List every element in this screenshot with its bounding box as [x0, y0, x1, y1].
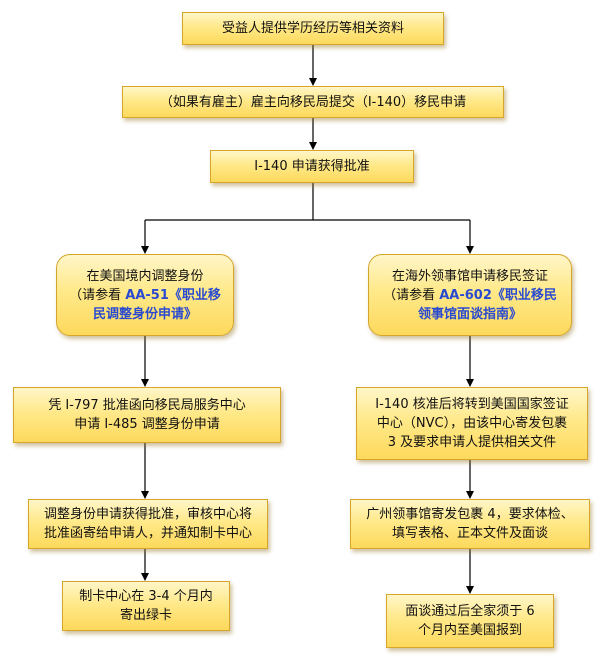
left-head-line1: 在美国境内调整身份 — [86, 268, 204, 284]
right-step3-line2: 个月内至美国报到 — [417, 623, 522, 638]
right-head-line1: 在海外领事馆申请移民签证 — [391, 268, 548, 284]
left-step-green-card: 制卡中心在 3-4 个月内 寄出绿卡 — [62, 581, 230, 631]
right-guide-link-cont[interactable]: 领事馆面谈指南》 — [417, 306, 522, 322]
left-step1-line2: 申请 I-485 调整身份申请 — [74, 417, 220, 432]
right-step-report-to-us: 面谈通过后全家须于 6 个月内至美国报到 — [386, 594, 554, 648]
left-step2-line2: 批准函寄给申请人，并通知制卡中心 — [43, 526, 252, 541]
right-step2-line2: 填写表格、正本文件及面谈 — [391, 526, 548, 541]
right-step1-line1: I-140 核准后将转到美国国家签证 — [375, 397, 569, 412]
right-consular-head: 在海外领事馆申请移民签证 （请参看 AA-602《职业移民 领事馆面谈指南》 — [368, 254, 572, 336]
right-step2-line1: 广州领事馆寄发包裹 4，要求体检、 — [366, 507, 574, 522]
left-step2-line1: 调整身份申请获得批准，审核中心将 — [43, 507, 252, 522]
step-employer-files-i140: （如果有雇主）雇主向移民局提交（I-140）移民申请 — [122, 86, 504, 118]
right-step1-line3: 3 及要求申请人提供相关文件 — [387, 435, 557, 450]
left-head-prefix: （请参看 — [69, 287, 126, 303]
right-step3-line1: 面谈通过后全家须于 6 — [405, 604, 535, 619]
step-provide-materials-label: 受益人提供学历经历等相关资料 — [221, 21, 404, 36]
right-head-prefix: （请参看 — [383, 287, 440, 303]
left-guide-link-cont[interactable]: 民调整身份申请》 — [92, 306, 197, 322]
step-provide-materials: 受益人提供学历经历等相关资料 — [182, 12, 444, 45]
right-step-guangzhou-packet4: 广州领事馆寄发包裹 4，要求体检、 填写表格、正本文件及面谈 — [350, 499, 590, 549]
left-step3-line2: 寄出绿卡 — [119, 608, 172, 623]
step-employer-files-i140-label: （如果有雇主）雇主向移民局提交（I-140）移民申请 — [159, 94, 467, 110]
left-adjust-status-head: 在美国境内调整身份 （请参看 AA-51《职业移 民调整身份申请》 — [56, 254, 234, 336]
left-step1-line1: 凭 I-797 批准函向移民局服务中心 — [48, 398, 246, 413]
right-guide-link[interactable]: AA-602《职业移民 — [439, 287, 557, 303]
left-step3-line1: 制卡中心在 3-4 个月内 — [79, 589, 213, 604]
left-step-file-i485: 凭 I-797 批准函向移民局服务中心 申请 I-485 调整身份申请 — [13, 387, 281, 443]
left-step-approval-notice: 调整身份申请获得批准，审核中心将 批准函寄给申请人，并通知制卡中心 — [28, 499, 268, 549]
left-guide-link[interactable]: AA-51《职业移 — [125, 287, 221, 303]
step-i140-approved-label: I-140 申请获得批准 — [254, 159, 370, 174]
step-i140-approved: I-140 申请获得批准 — [210, 150, 414, 183]
right-step-nvc: I-140 核准后将转到美国国家签证 中心（NVC），由该中心寄发包裹 3 及要… — [356, 387, 588, 460]
right-step1-line2: 中心（NVC），由该中心寄发包裹 — [376, 416, 568, 431]
